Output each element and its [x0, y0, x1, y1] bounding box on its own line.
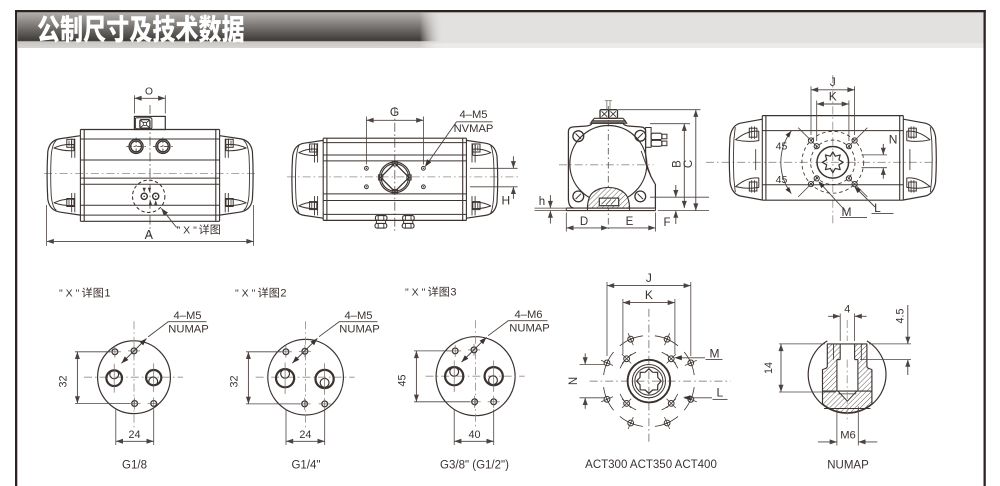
svg-text:45: 45	[397, 374, 409, 386]
svg-text:K: K	[829, 90, 837, 104]
svg-text:H: H	[501, 194, 510, 208]
svg-text:4.5: 4.5	[895, 308, 907, 323]
svg-text:4–M5: 4–M5	[460, 109, 488, 121]
svg-text:E: E	[626, 216, 634, 228]
svg-text:NUMAP: NUMAP	[168, 323, 208, 335]
svg-text:M: M	[842, 205, 852, 219]
svg-text:B: B	[671, 160, 683, 168]
svg-text:14: 14	[763, 362, 775, 374]
svg-text:24: 24	[299, 429, 311, 441]
svg-text:" X ": " X "	[59, 288, 80, 300]
svg-text:O: O	[145, 87, 153, 98]
svg-text:NUMAP: NUMAP	[827, 460, 869, 472]
svg-text:G1/8: G1/8	[122, 460, 147, 472]
svg-text:NVMAP: NVMAP	[454, 123, 494, 135]
svg-text:40: 40	[468, 429, 480, 441]
svg-text:3: 3	[450, 287, 456, 299]
svg-text:J: J	[646, 271, 652, 285]
svg-text:G: G	[390, 105, 399, 119]
svg-text:L: L	[874, 201, 881, 215]
svg-text:" X ": " X "	[235, 288, 256, 300]
svg-text:C: C	[683, 160, 695, 168]
svg-text:NUMAP: NUMAP	[339, 323, 379, 335]
svg-text:G3/8" (G1/2"): G3/8" (G1/2")	[440, 460, 509, 472]
svg-text:A: A	[145, 228, 154, 242]
svg-text:K: K	[645, 288, 653, 302]
svg-text:L: L	[717, 386, 724, 400]
svg-text:4–M5: 4–M5	[174, 310, 202, 322]
svg-text:D: D	[580, 216, 588, 228]
svg-text:24: 24	[128, 429, 140, 441]
svg-text:J: J	[830, 75, 836, 89]
svg-text:4–M5: 4–M5	[345, 310, 373, 322]
svg-text:" X ": " X "	[177, 224, 198, 236]
svg-text:N: N	[568, 377, 580, 385]
svg-text:32: 32	[58, 375, 70, 387]
svg-text:N: N	[889, 133, 898, 147]
svg-text:G1/4": G1/4"	[291, 460, 320, 472]
svg-text:ACT300 ACT350 ACT400: ACT300 ACT350 ACT400	[585, 459, 717, 471]
svg-text:h: h	[539, 196, 545, 208]
svg-text:32: 32	[229, 375, 241, 387]
svg-text:M: M	[710, 346, 720, 360]
svg-text:M6: M6	[840, 430, 856, 442]
svg-text:4: 4	[844, 303, 850, 315]
svg-text:45: 45	[776, 141, 788, 153]
svg-text:1: 1	[104, 288, 110, 300]
svg-text:F: F	[663, 217, 670, 229]
svg-text:45: 45	[776, 174, 788, 186]
svg-text:NUMAP: NUMAP	[509, 322, 549, 334]
svg-text:2: 2	[280, 288, 286, 300]
svg-text:4–M6: 4–M6	[515, 309, 543, 321]
svg-text:" X ": " X "	[405, 287, 426, 299]
